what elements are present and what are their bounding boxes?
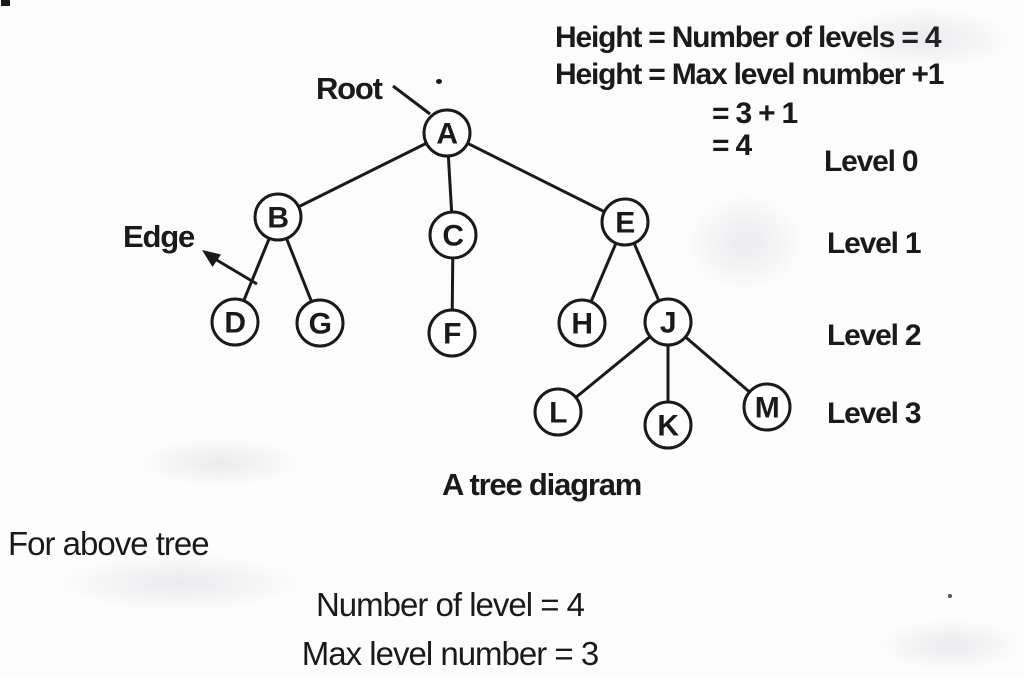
footer-stat-number-of-level: Number of level = 4 bbox=[315, 586, 585, 623]
tree-node-label-E: E bbox=[615, 207, 635, 240]
tree-node-F: F bbox=[427, 308, 477, 358]
tree-node-label-L: L bbox=[549, 397, 567, 430]
tree-node-circle-K bbox=[643, 400, 693, 450]
level-1-label: Level 1 bbox=[827, 227, 922, 260]
tree-node-label-F: F bbox=[443, 318, 461, 351]
tree-node-label-G: G bbox=[309, 308, 332, 341]
level-0-label: Level 0 bbox=[824, 145, 919, 178]
tree-node-circle-A bbox=[422, 108, 472, 158]
root-label: Root bbox=[316, 71, 383, 106]
tree-node-circle-J bbox=[643, 297, 693, 347]
tree-node-M: M bbox=[742, 382, 792, 432]
tree-node-circle-E bbox=[600, 197, 650, 247]
tree-node-circle-G bbox=[295, 298, 345, 348]
level-3-label: Level 3 bbox=[827, 397, 922, 430]
tree-edge-A-B bbox=[277, 131, 448, 219]
tree-edge-A-E bbox=[446, 131, 626, 224]
tree-edges bbox=[233, 131, 768, 425]
height-formula-line-3: = 3 + 1 bbox=[712, 97, 798, 130]
tree-node-circle-C bbox=[428, 210, 478, 260]
tree-node-A: A bbox=[422, 108, 472, 158]
tree-node-circle-F bbox=[427, 308, 477, 358]
footer-intro: For above tree bbox=[8, 525, 210, 562]
tree-node-circle-L bbox=[533, 387, 583, 437]
tree-node-circle-H bbox=[557, 298, 607, 348]
edge-label: Edge bbox=[123, 219, 195, 254]
tree-node-circle-D bbox=[210, 297, 260, 347]
tree-nodes: A B C E D G F H J L K M bbox=[210, 108, 792, 450]
tree-node-label-C: C bbox=[442, 220, 463, 253]
tree-node-label-M: M bbox=[755, 392, 780, 425]
height-formula-line-4: = 4 bbox=[712, 129, 752, 162]
tree-node-label-J: J bbox=[660, 307, 676, 340]
tree-node-J: J bbox=[643, 297, 693, 347]
tree-node-K: K bbox=[643, 400, 693, 450]
tree-node-label-A: A bbox=[436, 118, 457, 151]
figure-caption: A tree diagram bbox=[442, 467, 642, 502]
tree-node-label-D: D bbox=[224, 307, 245, 340]
footer-stat-max-level-number: Max level number = 3 bbox=[301, 635, 599, 672]
edge-arrow bbox=[202, 250, 258, 286]
root-pointer-line bbox=[392, 84, 431, 116]
level-2-label: Level 2 bbox=[827, 319, 922, 352]
height-formula-line-2: Height = Max level number +1 bbox=[555, 58, 944, 91]
tree-node-label-K: K bbox=[657, 410, 679, 443]
tree-node-B: B bbox=[253, 192, 303, 242]
scan-mark-corner bbox=[1, 0, 10, 6]
tree-node-H: H bbox=[557, 298, 607, 348]
tree-node-G: G bbox=[295, 298, 345, 348]
scan-dot-near-root bbox=[436, 79, 442, 84]
tree-node-L: L bbox=[533, 387, 583, 437]
tree-node-E: E bbox=[600, 197, 650, 247]
tree-node-circle-M bbox=[742, 382, 792, 432]
tree-node-D: D bbox=[210, 297, 260, 347]
tree-node-label-H: H bbox=[571, 308, 592, 341]
tree-node-circle-B bbox=[253, 192, 303, 242]
height-formula-line-1: Height = Number of levels = 4 bbox=[555, 21, 942, 54]
tree-node-label-B: B bbox=[267, 202, 288, 235]
tree-node-C: C bbox=[428, 210, 478, 260]
scan-dot-bottom-right bbox=[948, 594, 952, 598]
